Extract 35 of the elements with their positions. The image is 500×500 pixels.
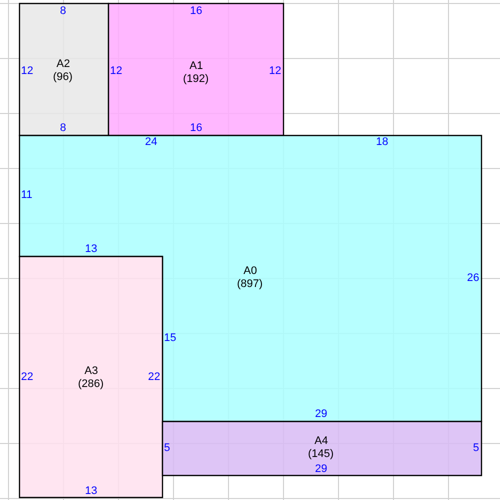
dimension-label: 15 xyxy=(164,332,176,344)
area-size: (192) xyxy=(183,73,209,86)
dimension-label: 13 xyxy=(85,484,98,498)
dimension-label: 16 xyxy=(190,4,202,18)
dimension-label: 16 xyxy=(190,122,202,134)
area-region xyxy=(108,3,283,135)
area-region xyxy=(19,3,108,135)
dimension-label: 5 xyxy=(473,442,480,454)
dimension-label: 26 xyxy=(467,272,480,284)
area-name: A4 xyxy=(314,435,328,448)
dimension-label: 22 xyxy=(148,370,160,384)
area-size: (286) xyxy=(78,378,104,391)
dimension-label: 12 xyxy=(21,64,34,78)
dimension-label: 22 xyxy=(21,370,34,384)
dimension-label: 29 xyxy=(315,408,328,420)
dimension-label: 13 xyxy=(85,242,98,256)
area-name: A1 xyxy=(190,60,203,73)
area-name: A0 xyxy=(244,265,257,278)
area-region xyxy=(19,256,162,497)
area-region xyxy=(162,421,481,475)
area-size: (145) xyxy=(308,448,334,461)
dimension-label: 12 xyxy=(269,64,282,78)
dimension-label: 18 xyxy=(376,136,388,148)
dimension-label: 24 xyxy=(145,136,158,148)
area-name: A2 xyxy=(56,58,70,71)
area-name: A3 xyxy=(84,365,98,378)
dimension-label: 29 xyxy=(315,462,328,476)
dimension-label: 8 xyxy=(60,4,66,18)
dimension-label: 12 xyxy=(110,64,122,78)
area-size: (897) xyxy=(237,278,263,291)
area-size: (96) xyxy=(53,71,73,84)
dimension-label: 5 xyxy=(164,442,170,454)
dimension-label: 8 xyxy=(60,122,66,134)
dimension-label: 11 xyxy=(21,188,32,202)
area-region xyxy=(19,135,481,421)
